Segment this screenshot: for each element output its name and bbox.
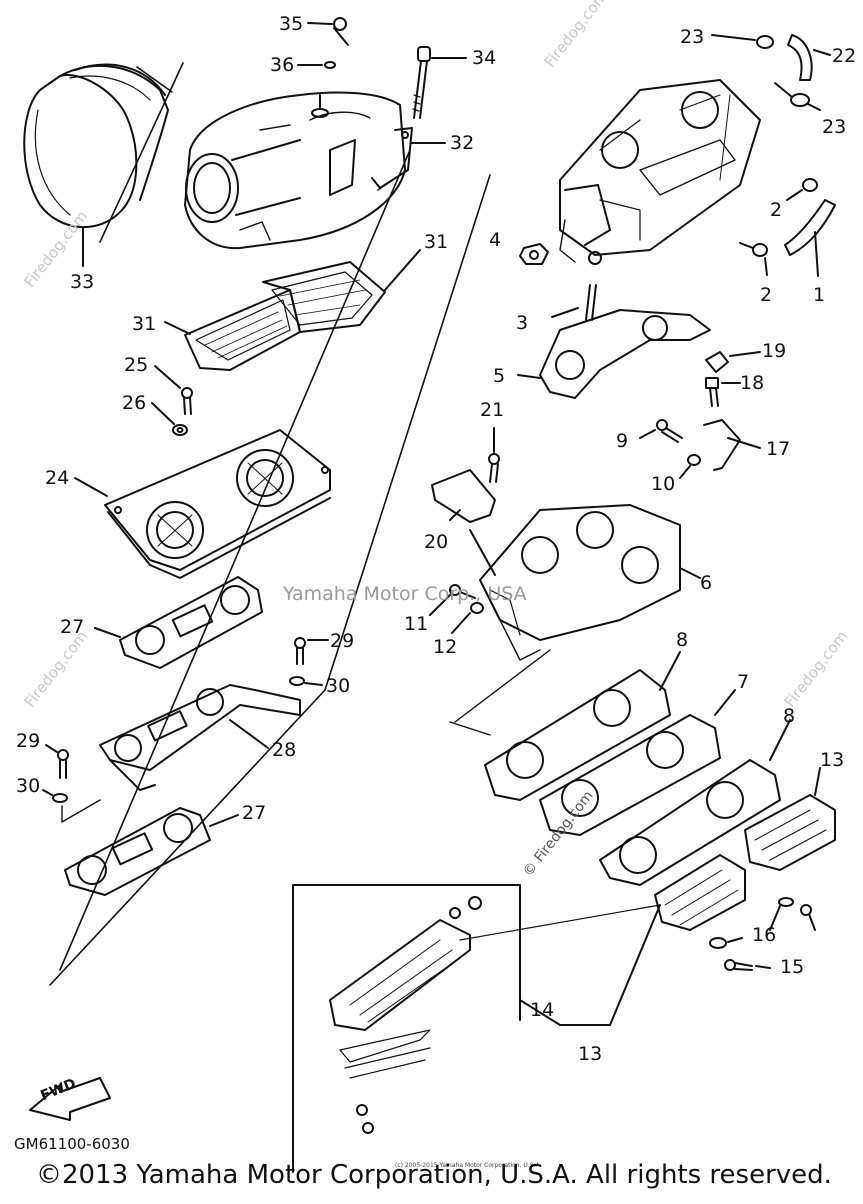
callout-27-upper: 27 (60, 616, 85, 638)
gasket-8-lower (599, 719, 791, 886)
callout-21: 21 (480, 399, 505, 421)
bracket-32 (371, 127, 446, 189)
silencer-housing (184, 91, 406, 250)
tiny-copyright: (c) 2005-2015 Yamaha Motor Corporation, … (395, 1162, 542, 1169)
bolt-35 (307, 17, 349, 46)
washer-26 (151, 402, 188, 436)
fwd-arrow-icon (29, 1077, 111, 1121)
washer-30-left (42, 789, 101, 823)
washer-16 (769, 897, 794, 931)
callout-13-bottom: 13 (578, 1043, 603, 1065)
callout-28: 28 (272, 739, 297, 761)
callout-15: 15 (780, 956, 805, 978)
stud-3 (551, 284, 597, 321)
callout-35: 35 (279, 13, 304, 35)
callout-23-lower: 23 (822, 116, 847, 138)
clamp-2-upper (786, 178, 818, 201)
bolt-9 (639, 419, 683, 443)
gasket-27-lower (64, 807, 239, 896)
gasket-8-upper (484, 651, 681, 801)
inset-box-14 (292, 884, 661, 1173)
intake-manifold-6 (469, 504, 701, 661)
callout-2-upper: 2 (770, 199, 783, 221)
carburetor-assembly (559, 79, 761, 265)
flame-arrester-31 (164, 249, 421, 371)
bolt-29-right (294, 637, 329, 665)
callout-13-leader (559, 904, 661, 1026)
callout-2-lower: 2 (760, 284, 773, 306)
plate-7 (539, 689, 736, 836)
clamp-23-upper (711, 34, 774, 49)
callout-3: 3 (516, 312, 529, 334)
center-watermark: Yamaha Motor Corp., USA (283, 583, 527, 605)
callout-11: 11 (404, 613, 429, 635)
bolt-15-right (800, 904, 816, 931)
callout-16: 16 (752, 924, 777, 946)
callout-29-left: 29 (16, 730, 41, 752)
bolt-15 (724, 959, 771, 971)
washer-30-right (289, 676, 323, 686)
callout-7: 7 (737, 671, 750, 693)
bolt-25 (154, 365, 193, 415)
callout-31-left: 31 (132, 313, 157, 335)
clamp-2-lower (739, 242, 768, 276)
callout-14: 14 (530, 999, 555, 1021)
washer-16-lower (709, 937, 743, 949)
gasket-27-upper (94, 576, 263, 669)
callout-30-right: 30 (326, 675, 351, 697)
reed-valve-13-right (744, 767, 836, 871)
callout-8-upper: 8 (676, 629, 689, 651)
callout-18: 18 (740, 372, 765, 394)
washer-10 (679, 454, 701, 479)
callout-30-left: 30 (16, 775, 41, 797)
plate-28 (99, 684, 301, 791)
callout-22: 22 (832, 45, 857, 67)
callout-9: 9 (616, 430, 629, 452)
hose-1 (784, 199, 836, 277)
bracket-17 (703, 419, 761, 471)
long-bolt-34 (412, 46, 467, 119)
bolt-21 (488, 427, 500, 483)
bolt-29-left (45, 744, 69, 779)
plate-24 (74, 429, 331, 579)
callout-20: 20 (424, 531, 449, 553)
copyright-notice: ©2013 Yamaha Motor Corporation, U.S.A. A… (36, 1160, 832, 1190)
callout-23-upper: 23 (680, 26, 705, 48)
callout-29-right: 29 (330, 630, 355, 652)
callout-19: 19 (762, 340, 787, 362)
callout-24: 24 (45, 467, 70, 489)
callout-31-right: 31 (424, 231, 449, 253)
callout-6: 6 (700, 572, 713, 594)
gasket-5 (517, 309, 711, 399)
callout-25: 25 (124, 354, 149, 376)
washer-36 (297, 61, 336, 69)
hose-22 (787, 34, 831, 81)
callout-36: 36 (270, 54, 295, 76)
reed-valve-13-left (654, 854, 746, 931)
washer-12 (451, 602, 484, 634)
bracket-20 (431, 469, 496, 523)
callout-5: 5 (493, 365, 506, 387)
callout-17: 17 (766, 438, 791, 460)
callout-32: 32 (450, 132, 475, 154)
cap-19 (705, 351, 761, 373)
callout-4: 4 (489, 229, 502, 251)
callout-26: 26 (122, 392, 147, 414)
clamp-23-lower (774, 82, 821, 111)
callout-8-lower: 8 (783, 705, 796, 727)
callout-34: 34 (472, 47, 497, 69)
bolt-11 (429, 584, 476, 616)
callout-1: 1 (813, 284, 826, 306)
intake-boot-part-33 (23, 63, 169, 267)
callout-33: 33 (70, 271, 95, 293)
callout-12: 12 (433, 636, 458, 658)
fitting-18 (705, 377, 741, 407)
callout-10: 10 (651, 473, 676, 495)
callout-27-lower: 27 (242, 802, 267, 824)
reference-code: GM61100-6030 (14, 1135, 130, 1153)
callout-13-right: 13 (820, 749, 845, 771)
nut-4 (519, 243, 549, 265)
